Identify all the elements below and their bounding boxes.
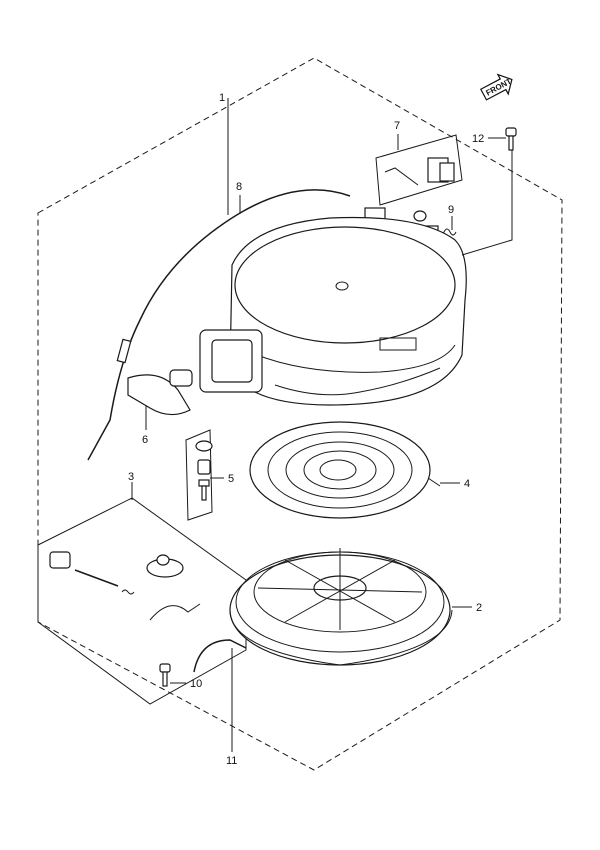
recoil-spring bbox=[249, 421, 441, 519]
callout-12: 12 bbox=[472, 133, 484, 145]
screw-10-icon bbox=[159, 663, 171, 687]
part-5-fasteners bbox=[185, 429, 213, 521]
callout-7: 7 bbox=[394, 120, 400, 132]
assembly-boundary bbox=[37, 57, 563, 771]
guide-wire bbox=[193, 639, 247, 673]
recoil-reel bbox=[229, 548, 453, 666]
bolt-12-icon bbox=[505, 127, 517, 151]
starter-cable bbox=[87, 189, 351, 461]
callout-10: 10 bbox=[190, 678, 202, 690]
callout-11: 11 bbox=[226, 755, 237, 767]
starter-handle-icon bbox=[127, 369, 193, 416]
callout-4: 4 bbox=[464, 478, 470, 490]
callout-1: 1 bbox=[219, 92, 225, 104]
part-7-kit-box bbox=[375, 134, 463, 206]
part-3-kit-box bbox=[37, 497, 247, 705]
callout-6: 6 bbox=[142, 434, 148, 446]
callout-2: 2 bbox=[476, 602, 482, 614]
callout-5: 5 bbox=[228, 473, 234, 485]
starter-housing bbox=[199, 216, 467, 406]
front-direction-arrow-icon: FRONT bbox=[480, 73, 513, 101]
callout-8: 8 bbox=[236, 181, 242, 193]
callout-3: 3 bbox=[128, 471, 134, 483]
leader-12-extension bbox=[461, 150, 513, 256]
cable-end-fitting bbox=[116, 338, 132, 364]
callout-9: 9 bbox=[448, 204, 454, 216]
